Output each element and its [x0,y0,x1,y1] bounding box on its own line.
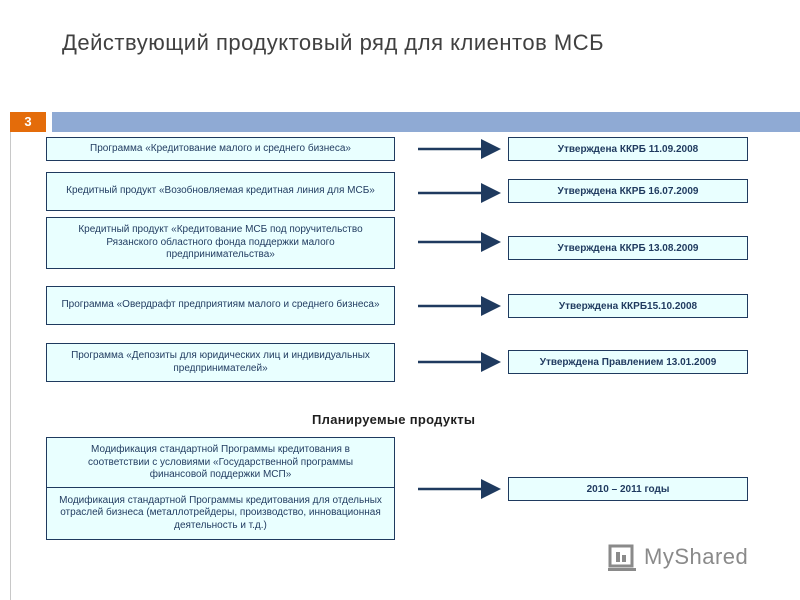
planned-box-industries: Модификация стандартной Программы кредит… [46,487,395,540]
product-box-deposits: Программа «Депозиты для юридических лиц … [46,343,395,382]
page-number: 3 [10,112,46,132]
header-bar [52,112,800,132]
myshared-logo: MyShared [608,540,768,574]
status-box-deposits: Утверждена Правлением 13.01.2009 [508,350,748,374]
logo-icon [608,544,636,571]
logo-text: MyShared [644,544,749,569]
timeline-box: 2010 – 2011 годы [508,477,748,501]
status-box-overdraft: Утверждена ККРБ15.10.2008 [508,294,748,318]
product-box-guarantee-credit: Кредитный продукт «Кредитование МСБ под … [46,217,395,269]
product-box-overdraft: Программа «Овердрафт предприятиям малого… [46,286,395,325]
product-box-revolving-line: Кредитный продукт «Возобновляемая кредит… [46,172,395,211]
status-box-guarantee-credit: Утверждена ККРБ 13.08.2009 [508,236,748,260]
status-box-credit-program: Утверждена ККРБ 11.09.2008 [508,137,748,161]
planned-products-heading: Планируемые продукты [312,412,476,427]
left-divider [10,132,11,600]
product-box-credit-program: Программа «Кредитование малого и среднег… [46,137,395,161]
slide-title: Действующий продуктовый ряд для клиентов… [62,30,605,55]
status-box-revolving-line: Утверждена ККРБ 16.07.2009 [508,179,748,203]
